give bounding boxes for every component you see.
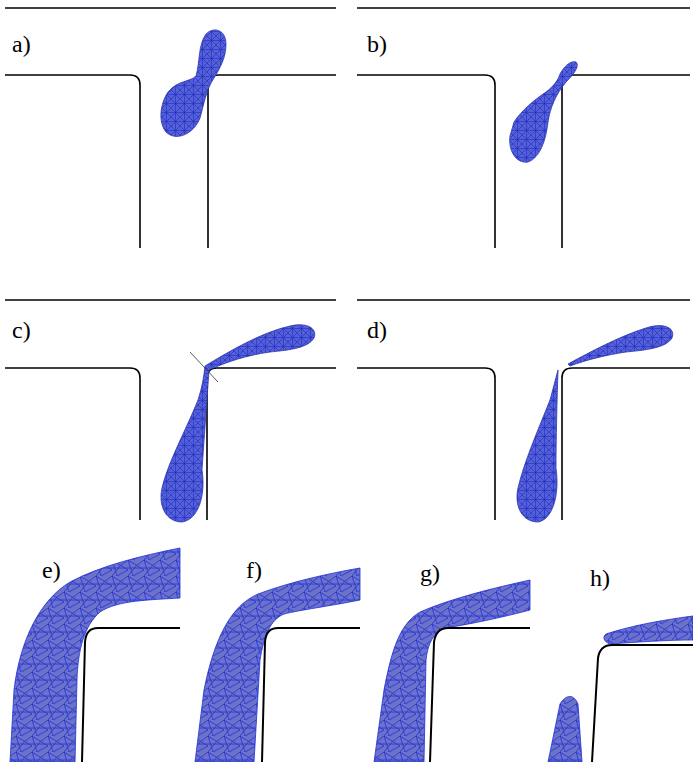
panel-label: d) xyxy=(367,318,387,342)
panel-label: c) xyxy=(12,318,31,342)
panel-label: g) xyxy=(420,561,440,585)
panel-label: e) xyxy=(42,558,61,582)
panel-label: h) xyxy=(590,566,610,590)
panel-label: b) xyxy=(367,32,387,56)
panel-label: a) xyxy=(12,32,31,56)
panel-label: f) xyxy=(246,558,262,582)
